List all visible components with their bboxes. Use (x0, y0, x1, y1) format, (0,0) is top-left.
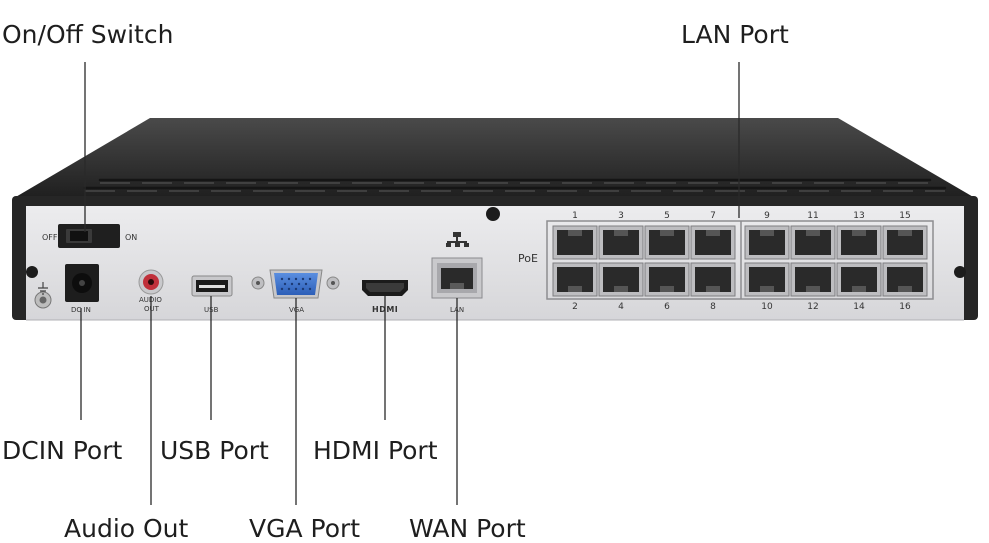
switch-off-label: OFF (42, 233, 58, 242)
ground-terminal (34, 282, 52, 309)
audio-out-jack[interactable] (138, 269, 164, 295)
poe-port[interactable] (744, 262, 790, 297)
poe-port-number: 2 (572, 302, 578, 312)
poe-port-number: 13 (853, 211, 864, 221)
screw-right (954, 266, 966, 278)
callout-lan-port: LAN Port (681, 20, 789, 49)
poe-port-number: 3 (618, 211, 624, 221)
chassis-top (14, 118, 975, 198)
poe-port-number: 14 (853, 302, 865, 312)
poe-port[interactable] (644, 262, 690, 297)
audio-out-label-2: OUT (144, 305, 160, 313)
callout-audio-out: Audio Out (64, 514, 189, 543)
vent-slots (83, 178, 947, 190)
wan-lan-port[interactable] (431, 257, 483, 299)
vent-highlights (85, 182, 945, 192)
poe-port-number: 9 (764, 211, 770, 221)
poe-port-number: 1 (572, 211, 578, 221)
callout-hdmi-port: HDMI Port (313, 436, 438, 465)
poe-port-number: 11 (807, 211, 818, 221)
poe-label: PoE (518, 252, 538, 265)
callout-vga-port: VGA Port (249, 514, 361, 543)
poe-port[interactable] (552, 262, 598, 297)
callout-on-off-switch: On/Off Switch (2, 20, 174, 49)
poe-port-number: 15 (899, 211, 910, 221)
poe-bottom-port-numbers: 2 4 6 8 10 12 14 16 (572, 302, 911, 312)
usb-port[interactable] (191, 275, 233, 297)
poe-port[interactable] (882, 262, 928, 297)
poe-port-number: 4 (618, 302, 624, 312)
poe-port-number: 6 (664, 302, 670, 312)
poe-port[interactable] (598, 225, 644, 260)
callout-usb-port: USB Port (160, 436, 269, 465)
poe-port-grid (552, 225, 928, 297)
poe-port-number: 5 (664, 211, 670, 221)
vga-port[interactable] (251, 269, 340, 299)
switch-on-label: ON (125, 233, 137, 242)
screw-top-center (486, 207, 500, 221)
callout-wan-port: WAN Port (409, 514, 526, 543)
poe-port-number: 16 (899, 302, 911, 312)
poe-port[interactable] (836, 225, 882, 260)
poe-port[interactable] (836, 262, 882, 297)
network-icon (446, 232, 469, 247)
poe-port-frame (546, 220, 934, 300)
poe-port[interactable] (790, 225, 836, 260)
poe-port-number: 12 (807, 302, 818, 312)
on-off-switch[interactable] (58, 224, 120, 248)
callout-dcin-port: DCIN Port (2, 436, 123, 465)
poe-port-number: 8 (710, 302, 716, 312)
poe-port[interactable] (644, 225, 690, 260)
poe-port-number: 7 (710, 211, 716, 221)
poe-port[interactable] (552, 225, 598, 260)
poe-port[interactable] (598, 262, 644, 297)
poe-port[interactable] (690, 262, 736, 297)
poe-port[interactable] (690, 225, 736, 260)
poe-port[interactable] (882, 225, 928, 260)
leader-lines (80, 62, 740, 505)
poe-port[interactable] (744, 225, 790, 260)
screw-left (26, 266, 38, 278)
poe-port-number: 10 (761, 302, 773, 312)
dc-in-port[interactable] (65, 264, 99, 302)
poe-port[interactable] (790, 262, 836, 297)
hdmi-port[interactable] (362, 280, 408, 296)
